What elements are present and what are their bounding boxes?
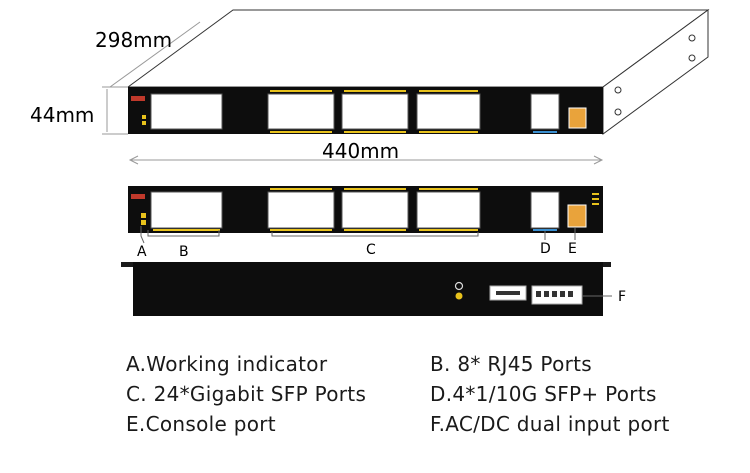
working-indicator xyxy=(141,213,146,218)
sfp-port-block-2 xyxy=(341,191,409,229)
callout-a: A xyxy=(137,244,147,260)
rear-panel xyxy=(121,262,611,316)
ground-screw xyxy=(454,281,464,291)
width-label: 440mm xyxy=(322,139,399,163)
callout-c: C xyxy=(366,242,376,258)
callout-e: E xyxy=(568,241,577,257)
legend-c: C. 24*Gigabit SFP Ports xyxy=(126,382,367,406)
sfp-plus-port-block xyxy=(530,191,560,229)
legend-e: E.Console port xyxy=(126,412,276,436)
sfp-port-block-3 xyxy=(416,191,481,229)
callout-brackets xyxy=(140,226,576,244)
legend-d: D.4*1/10G SFP+ Ports xyxy=(430,382,657,406)
callout-b: B xyxy=(179,244,189,260)
front-panel xyxy=(128,186,603,233)
legend-f: F.AC/DC dual input port xyxy=(430,412,670,436)
sfp-port-block-1 xyxy=(267,191,335,229)
ground-indicator xyxy=(455,292,463,300)
chassis-3d xyxy=(126,9,710,135)
height-label: 44mm xyxy=(30,103,94,127)
legend-b: B. 8* RJ45 Ports xyxy=(430,352,592,376)
depth-dimension-line xyxy=(109,21,201,88)
callout-f: F xyxy=(618,289,626,305)
console-port xyxy=(567,204,587,228)
brand-logo xyxy=(131,194,145,199)
legend-a: A.Working indicator xyxy=(126,352,328,376)
callout-d: D xyxy=(540,241,551,257)
rj45-port-block xyxy=(150,191,223,229)
depth-label: 298mm xyxy=(95,28,172,52)
